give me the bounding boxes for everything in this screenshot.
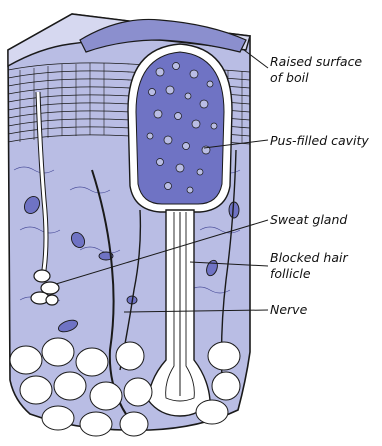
pus-cavity <box>136 52 224 204</box>
label-sweat-gland: Sweat gland <box>270 212 347 228</box>
label-blocked-follicle: Blocked hair follicle <box>270 250 348 282</box>
label-raised-surface: Raised surface of boil <box>270 54 362 86</box>
label-nerve: Nerve <box>270 302 307 318</box>
label-pus-cavity: Pus-filled cavity <box>270 133 369 149</box>
